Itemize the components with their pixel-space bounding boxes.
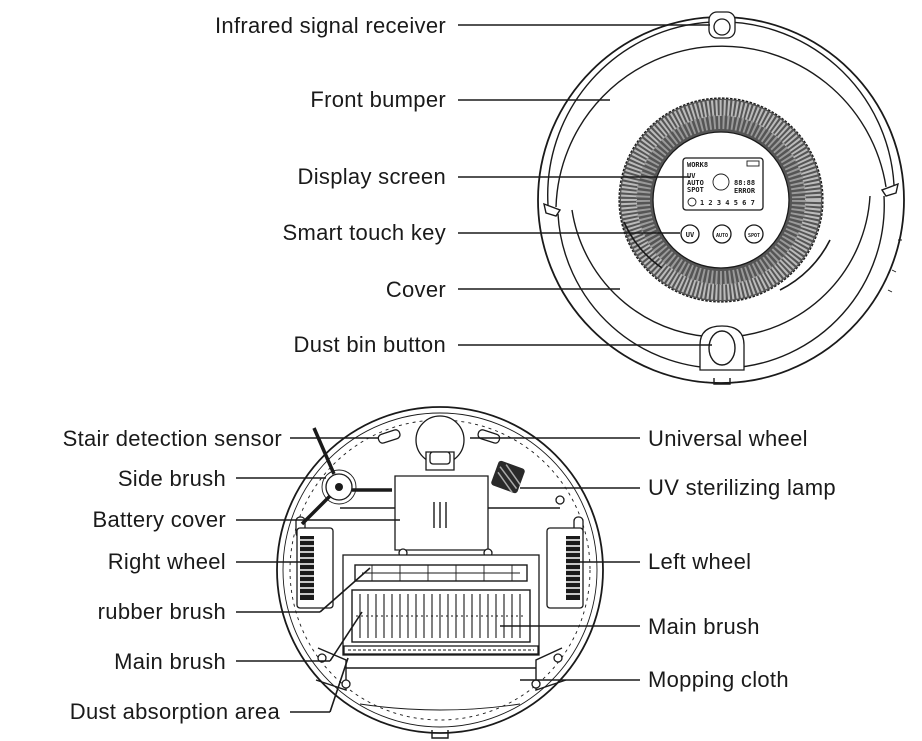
label-uv-sterilizing-lamp: UV sterilizing lamp bbox=[648, 475, 836, 500]
label-dust-bin-button: Dust bin button bbox=[294, 332, 446, 357]
top-labels: Infrared signal receiver Front bumper Di… bbox=[215, 13, 446, 357]
label-battery-cover: Battery cover bbox=[92, 507, 226, 532]
display-screen: WORK8 UV AUTO SPOT 88:88 ERROR 1 2 3 4 5… bbox=[682, 157, 764, 211]
label-universal-wheel: Universal wheel bbox=[648, 426, 808, 451]
label-mopping-cloth: Mopping cloth bbox=[648, 667, 789, 692]
smart-touch-keys: UV AUTO SPOT bbox=[680, 224, 764, 244]
label-infrared-signal-receiver: Infrared signal receiver bbox=[215, 13, 446, 38]
screen-mode-auto: AUTO bbox=[687, 179, 704, 187]
auto-key-label: AUTO bbox=[716, 233, 728, 239]
uv-lamp bbox=[491, 460, 525, 494]
screen-mode-uv: UV bbox=[687, 172, 696, 180]
label-dust-absorption-area: Dust absorption area bbox=[70, 699, 281, 724]
uv-key-label: UV bbox=[686, 231, 695, 239]
top-leader-lines bbox=[458, 24, 712, 346]
label-smart-touch-key: Smart touch key bbox=[283, 220, 446, 245]
screen-mode-spot: SPOT bbox=[687, 186, 704, 194]
label-side-brush: Side brush bbox=[118, 466, 226, 491]
screen-work-label: WORK8 bbox=[687, 161, 708, 169]
spot-key[interactable]: SPOT bbox=[744, 224, 764, 244]
label-cover: Cover bbox=[386, 277, 446, 302]
screen-status: ERROR bbox=[734, 187, 756, 195]
label-stair-detection-sensor: Stair detection sensor bbox=[63, 426, 282, 451]
label-main-brush-left: Main brush bbox=[114, 649, 226, 674]
battery-cover bbox=[340, 475, 565, 558]
auto-key[interactable]: AUTO bbox=[712, 224, 732, 244]
label-display-screen: Display screen bbox=[298, 164, 446, 189]
bottom-labels-left: Stair detection sensor Side brush Batter… bbox=[63, 426, 282, 724]
bottom-leader-lines bbox=[236, 437, 640, 713]
right-wheel bbox=[296, 527, 334, 609]
screen-days: 1 2 3 4 5 6 7 bbox=[700, 199, 755, 207]
label-front-bumper: Front bumper bbox=[310, 87, 446, 112]
label-right-wheel: Right wheel bbox=[108, 549, 226, 574]
spot-key-label: SPOT bbox=[748, 233, 760, 239]
label-left-wheel: Left wheel bbox=[648, 549, 751, 574]
label-main-brush-right: Main brush bbox=[648, 614, 760, 639]
bottom-view: Stair detection sensor Side brush Batter… bbox=[63, 406, 836, 739]
uv-key[interactable]: UV bbox=[680, 224, 700, 244]
left-wheel bbox=[546, 527, 584, 609]
screen-clock: 88:88 bbox=[734, 179, 755, 187]
bottom-labels-right: Universal wheel UV sterilizing lamp Left… bbox=[648, 426, 836, 692]
side-brush bbox=[300, 427, 392, 526]
bottom-view-body bbox=[276, 406, 604, 739]
top-view: WORK8 UV AUTO SPOT 88:88 ERROR 1 2 3 4 5… bbox=[215, 11, 905, 385]
brush-bay bbox=[342, 554, 540, 656]
label-rubber-brush: rubber brush bbox=[98, 599, 226, 624]
